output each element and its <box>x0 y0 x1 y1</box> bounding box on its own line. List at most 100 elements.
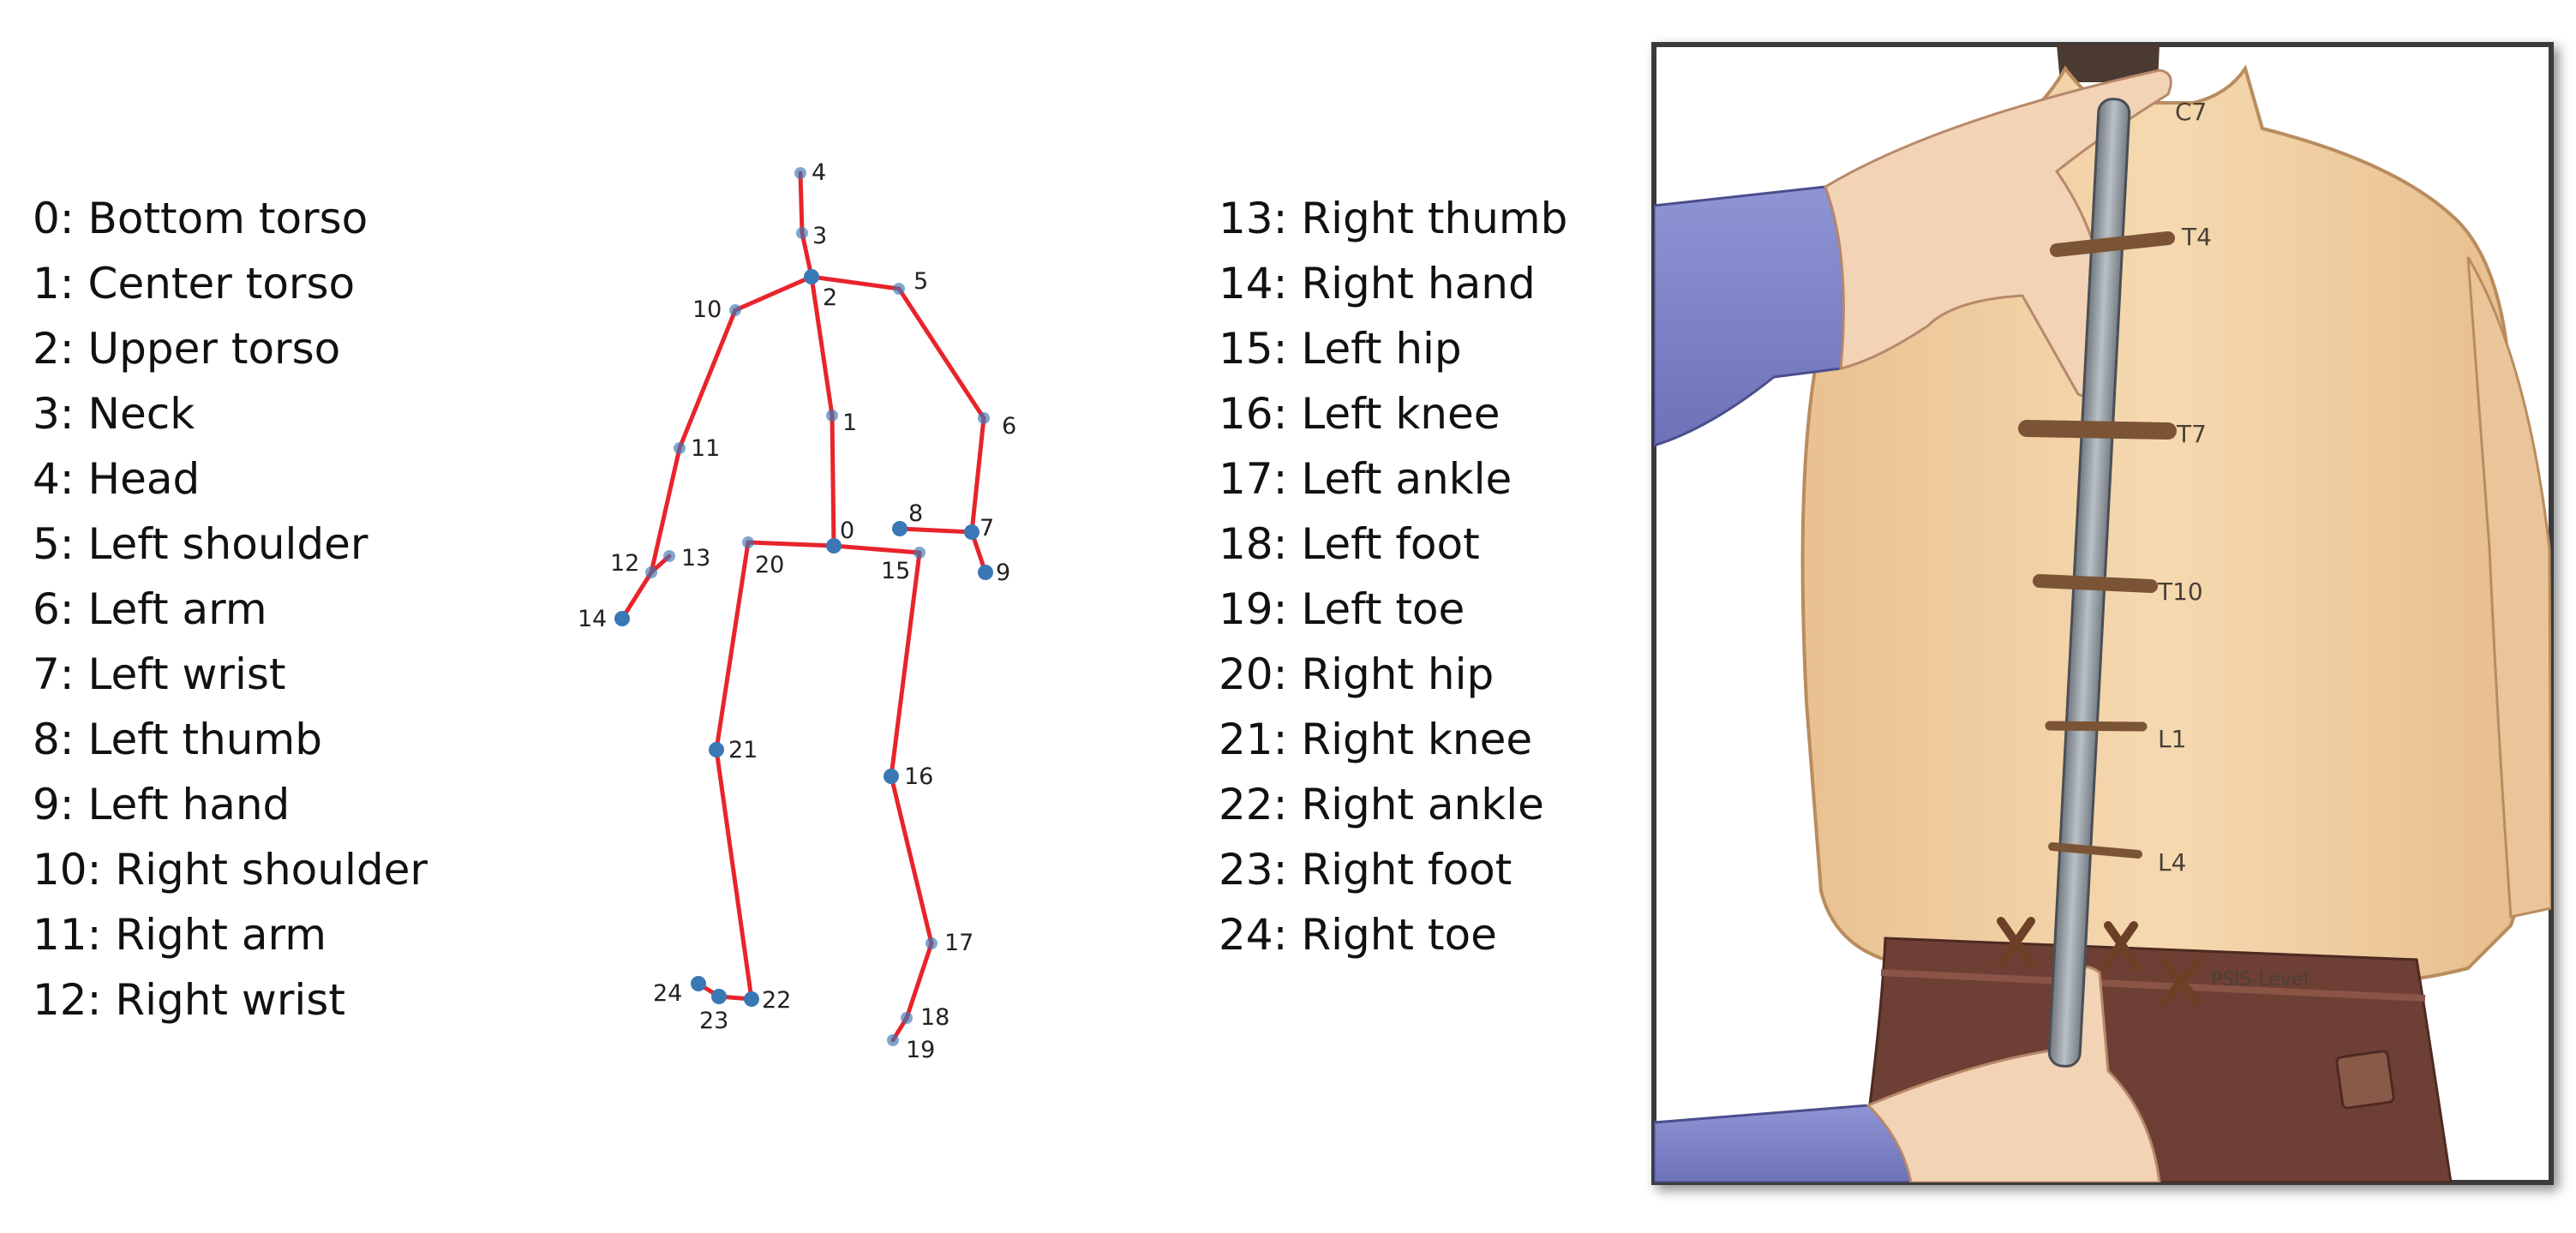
joint-label-15: 15 <box>881 558 910 584</box>
bone-5-6 <box>896 286 986 421</box>
vertebra-marks <box>2018 231 2177 859</box>
joint-23 <box>711 989 727 1004</box>
joint-1 <box>826 410 838 422</box>
bone-12-14 <box>620 570 654 621</box>
legend-item: 17: Left ankle <box>1219 454 1513 504</box>
legend-item: 12: Right wrist <box>33 975 345 1025</box>
joint-label-5: 5 <box>914 268 928 295</box>
bone-6-7 <box>969 416 986 535</box>
bone-0-20 <box>746 540 836 548</box>
skeleton-joints <box>614 167 993 1046</box>
joint-label-22: 22 <box>762 987 791 1014</box>
joint-24 <box>691 976 706 991</box>
bone-4-3 <box>798 171 805 236</box>
legend-item: 9: Left hand <box>33 780 291 829</box>
legend-item: 19: Left toe <box>1219 584 1465 634</box>
joint-label-7: 7 <box>979 515 994 542</box>
joint-label-23: 23 <box>699 1008 728 1034</box>
legend-item: 24: Right toe <box>1219 910 1497 960</box>
joint-19 <box>887 1034 899 1046</box>
joint-16 <box>884 769 899 784</box>
joint-label-6: 6 <box>1002 413 1016 440</box>
psis-x-marks <box>1997 917 2202 1007</box>
bone-21-22 <box>714 747 754 1002</box>
legend-item: 2: Upper torso <box>33 324 341 374</box>
joint-label-24: 24 <box>653 980 682 1007</box>
belt-line <box>1880 969 2426 1002</box>
vertebra-label-c7: C7 <box>2175 98 2207 126</box>
joint-20 <box>742 536 754 548</box>
psis-level-label: PSIS-Level <box>2211 969 2309 991</box>
joint-11 <box>674 442 686 454</box>
legend-item: 21: Right knee <box>1219 715 1533 764</box>
legend-item: 18: Left foot <box>1219 519 1480 569</box>
legend-item: 16: Left knee <box>1219 389 1501 439</box>
joint-21 <box>709 742 724 757</box>
bone-17-18 <box>904 941 934 1021</box>
legend-item: 5: Left shoulder <box>33 519 368 569</box>
legend-item: 7: Left wrist <box>33 649 286 699</box>
bone-10-11 <box>677 308 738 451</box>
joint-6 <box>978 412 990 424</box>
joint-label-18: 18 <box>920 1004 950 1031</box>
joint-label-20: 20 <box>755 552 784 578</box>
legend-item: 13: Right thumb <box>1219 194 1568 243</box>
bone-2-1 <box>809 274 835 418</box>
joint-8 <box>892 521 908 536</box>
joint-label-13: 13 <box>681 545 710 572</box>
joint-10 <box>729 304 741 316</box>
vertebra-label-t7: T7 <box>2176 420 2207 448</box>
right-arm <box>2466 256 2551 919</box>
joint-label-16: 16 <box>904 763 933 790</box>
joint-17 <box>926 937 938 949</box>
joint-label-11: 11 <box>691 435 720 462</box>
legend-item: 11: Right arm <box>33 910 326 960</box>
legend-item: 10: Right shoulder <box>33 845 428 895</box>
bone-20-21 <box>714 540 751 752</box>
joint-label-3: 3 <box>812 223 827 249</box>
legend-item: 0: Bottom torso <box>33 194 368 243</box>
hair <box>2057 45 2160 82</box>
bone-2-10 <box>733 274 814 313</box>
bone-16-17 <box>889 774 934 946</box>
joint-label-8: 8 <box>908 500 923 527</box>
bone-1-0 <box>830 413 836 548</box>
legend-item: 14: Right hand <box>1219 259 1536 308</box>
legend-item: 20: Right hip <box>1219 649 1495 699</box>
joint-label-14: 14 <box>578 606 607 632</box>
joint-label-9: 9 <box>996 560 1010 586</box>
bone-7-8 <box>897 526 974 535</box>
vertebra-label-t10: T10 <box>2157 578 2203 606</box>
joint-label-1: 1 <box>842 410 857 436</box>
joint-2 <box>804 269 819 284</box>
joint-label-2: 2 <box>823 284 837 311</box>
legend-item: 22: Right ankle <box>1219 780 1544 829</box>
joint-label-4: 4 <box>812 159 826 186</box>
bone-0-15 <box>831 543 922 555</box>
joint-label-21: 21 <box>728 737 758 763</box>
joint-13 <box>663 550 675 562</box>
joint-5 <box>893 283 905 295</box>
legend-item: 1: Center torso <box>33 259 356 308</box>
bone-2-5 <box>809 274 902 291</box>
legend-item: 8: Left thumb <box>33 715 322 764</box>
joint-4 <box>794 167 806 179</box>
joint-15 <box>914 547 926 559</box>
joint-3 <box>796 227 808 239</box>
legend-item: 23: Right foot <box>1219 845 1513 895</box>
bone-11-12 <box>649 446 682 575</box>
joint-label-17: 17 <box>944 930 973 956</box>
joint-14 <box>614 611 630 626</box>
joint-9 <box>978 565 993 580</box>
bone-15-16 <box>889 550 922 779</box>
joint-label-19: 19 <box>906 1037 935 1063</box>
joint-label-12: 12 <box>610 550 639 577</box>
legend-item: 6: Left arm <box>33 584 267 634</box>
vertebra-label-l1: L1 <box>2158 725 2186 753</box>
legend-item: 4: Head <box>33 454 201 504</box>
lower-hand <box>1866 966 2161 1182</box>
joint-22 <box>744 991 759 1007</box>
